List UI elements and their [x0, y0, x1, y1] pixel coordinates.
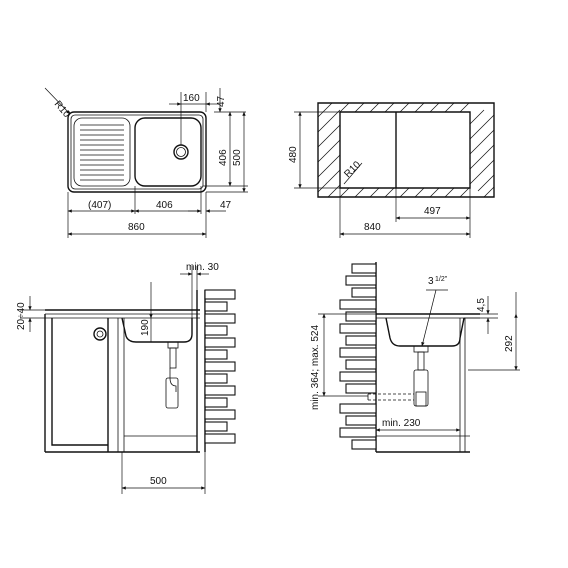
- label-860: 860: [128, 222, 145, 233]
- label-min-30: min. 30: [186, 262, 219, 273]
- label-500-bottom: 500: [150, 476, 167, 487]
- siphon-side: [165, 341, 179, 409]
- label-406-horizontal: 406: [156, 200, 173, 211]
- label-840: 840: [364, 222, 381, 233]
- label-siphon-size: 3: [428, 276, 434, 287]
- brick-wall-left: [204, 289, 236, 444]
- label-497: 497: [424, 206, 441, 217]
- label-480: 480: [288, 146, 299, 163]
- label-r10-cutout: R10: [342, 159, 363, 180]
- label-292: 292: [504, 335, 515, 352]
- countertop-hatched-area: [317, 102, 495, 198]
- cabinet-body: [44, 314, 109, 452]
- label-4-5: 4,5: [476, 298, 487, 312]
- drainer-board: [73, 117, 131, 187]
- sink-plan-view: R10 160 47 406 500 (407) 406 47 860: [44, 87, 248, 238]
- sink-bowl-profile-right: [385, 317, 465, 347]
- countertop-cutout-view: 480 R10 497 840: [288, 102, 495, 238]
- label-47-bottom: 47: [220, 200, 232, 211]
- label-r10-plan: R10: [52, 99, 73, 120]
- brick-wall-right: [339, 263, 377, 450]
- label-406-vertical: 406: [218, 149, 229, 166]
- label-20-40: 20÷40: [16, 302, 27, 330]
- label-500-vertical: 500: [232, 149, 243, 166]
- label-47-top: 47: [216, 95, 227, 107]
- faucet-knob: [93, 327, 107, 341]
- label-min-364-max-524: min. 364; max. 524: [310, 325, 321, 410]
- label-407: (407): [88, 200, 111, 211]
- label-160: 160: [183, 93, 200, 104]
- side-view-cabinet: min. 30 20÷40 190 500: [16, 262, 236, 494]
- sink-outline: [67, 111, 207, 193]
- label-siphon-size-fraction: 1/2": [435, 276, 448, 283]
- side-view-siphon: 3 1/2" 4,5 292 min. 364; max. 524 min. 2…: [310, 262, 520, 453]
- sink-bowl: [134, 117, 202, 187]
- sink-bowl-profile: [121, 317, 193, 343]
- siphon-assembly: [367, 345, 429, 407]
- label-min-230: min. 230: [382, 418, 421, 429]
- label-190: 190: [140, 319, 151, 336]
